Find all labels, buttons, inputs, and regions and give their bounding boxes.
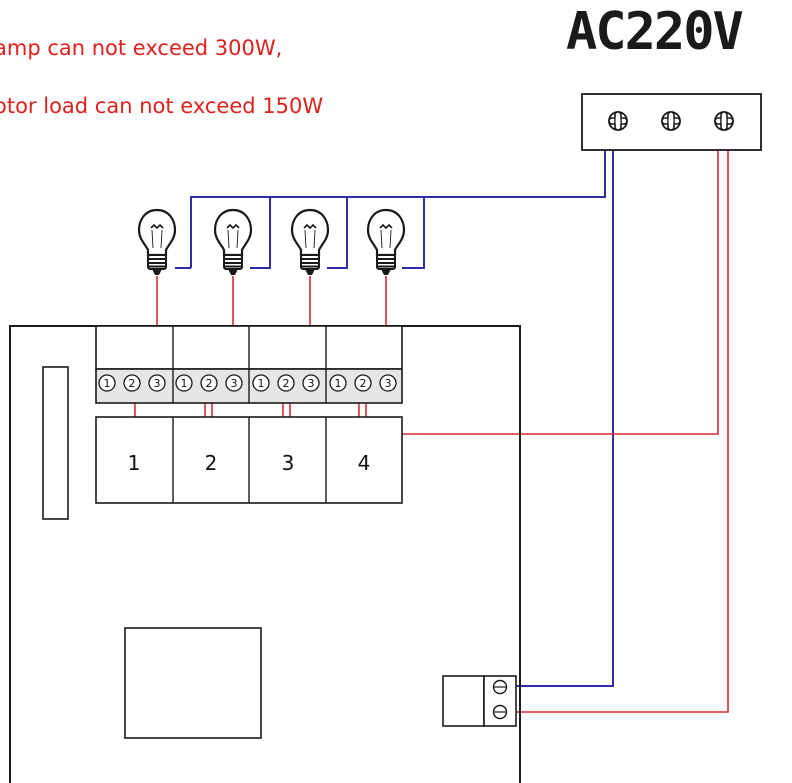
terminal-label-3-1: 1	[258, 377, 265, 390]
light-bulb-icon-4	[366, 208, 406, 277]
terminal-circle-3-3	[302, 374, 320, 392]
terminal-label-1-1: 1	[104, 377, 111, 390]
terminal-circle-2-2	[200, 374, 218, 392]
terminal-label-2-1: 1	[181, 377, 188, 390]
terminal-circle-2-3	[225, 374, 243, 392]
terminal-label-2-3: 3	[231, 377, 238, 390]
terminal-circle-3-1	[252, 374, 270, 392]
supply-screw-icon-3	[714, 111, 734, 131]
terminal-circle-1-2	[123, 374, 141, 392]
light-bulb-icon-1	[137, 208, 177, 277]
live-supply-wire	[365, 142, 719, 435]
relay-label-3: 3	[282, 451, 295, 475]
terminal-label-4-1: 1	[335, 377, 342, 390]
light-bulb-icon-2	[213, 208, 253, 277]
terminal-label-1-3: 3	[154, 377, 161, 390]
terminal-circle-3-2	[277, 374, 295, 392]
relay-blocks: 1 2 3 4	[95, 416, 403, 504]
terminal-circle-1-3	[148, 374, 166, 392]
terminal-circle-4-2	[354, 374, 372, 392]
load-note-lamp: amp can not exceed 300W,	[0, 36, 283, 60]
side-connector	[42, 366, 69, 520]
neutral-lamp4-wire	[402, 197, 425, 269]
relay-terminals: 1 2 3 1 2 3 1 2 3 1 2 3	[98, 374, 397, 392]
ac-terminal-block	[581, 93, 762, 151]
power-connector-body	[442, 675, 485, 727]
neutral-board-wire	[500, 142, 614, 687]
supply-label: AC220V	[566, 2, 744, 62]
terminal-circle-1-1	[98, 374, 116, 392]
terminal-label-3-2: 2	[283, 377, 290, 390]
neutral-bus-wire	[190, 142, 606, 268]
relay-label-2: 2	[205, 451, 218, 475]
supply-screw-icon-1	[608, 111, 628, 131]
light-bulb-icon-3	[290, 208, 330, 277]
terminal-label-1-2: 2	[129, 377, 136, 390]
chip-block	[124, 627, 262, 739]
terminal-label-4-2: 2	[360, 377, 367, 390]
supply-screw-icon-2	[661, 111, 681, 131]
relay-terminal-strip: 1 2 3 1 2 3 1 2 3 1 2 3	[95, 325, 403, 404]
terminal-circle-4-1	[329, 374, 347, 392]
terminal-circle-4-3	[379, 374, 397, 392]
terminal-label-3-3: 3	[308, 377, 315, 390]
live-board-wire	[500, 142, 729, 713]
neutral-lamp3-wire	[327, 197, 348, 269]
terminal-label-2-2: 2	[206, 377, 213, 390]
relay-label-1: 1	[128, 451, 141, 475]
neutral-lamp2-wire	[250, 197, 271, 269]
load-note-motor: otor load can not exceed 150W	[0, 94, 324, 118]
relay-label-4: 4	[358, 451, 371, 475]
neutral-wires	[175, 142, 614, 687]
terminal-label-4-3: 3	[385, 377, 392, 390]
terminal-circle-2-1	[175, 374, 193, 392]
